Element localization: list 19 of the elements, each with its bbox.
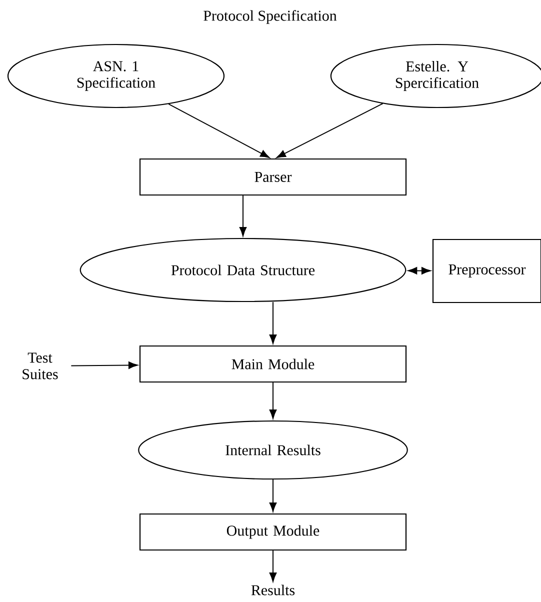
- text-label: Test Suites: [22, 352, 58, 380]
- ellipse-node: Internal Results: [138, 420, 408, 480]
- ellipse-node: ASN. 1 Specification: [7, 44, 225, 108]
- arrow: [269, 550, 277, 582]
- arrow: [269, 382, 277, 419]
- process-box: Main Module: [139, 345, 407, 383]
- text-label: Results: [251, 584, 295, 596]
- arrow: [239, 195, 247, 236]
- ellipse-node: Protocol Data Structure: [80, 238, 406, 302]
- arrow: [276, 103, 384, 158]
- arrow: [408, 267, 431, 274]
- process-box: Parser: [139, 158, 407, 196]
- process-box: Output Module: [139, 513, 407, 551]
- process-box: Preprocessor: [432, 238, 541, 304]
- arrow: [269, 302, 277, 344]
- arrow: [70, 362, 138, 369]
- title: Protocol Specification: [204, 10, 337, 24]
- arrow: [269, 479, 277, 512]
- arrow: [168, 104, 270, 158]
